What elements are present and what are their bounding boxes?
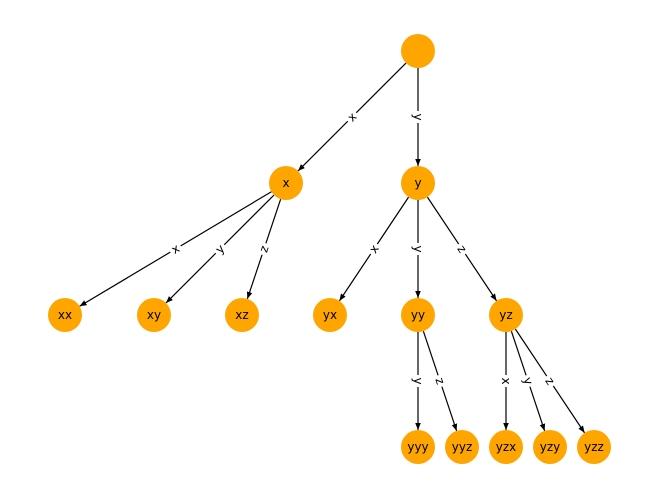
- node-yzy: yzy: [533, 430, 567, 464]
- node-circle: [313, 298, 347, 332]
- edge-label: z: [432, 376, 447, 386]
- node-y: y: [401, 166, 435, 200]
- node-circle: [225, 298, 259, 332]
- node-label: yzy: [540, 440, 561, 454]
- node-label: xx: [58, 308, 72, 322]
- edge-label-group-x-xx: x: [166, 239, 185, 259]
- edge-label-background: [540, 371, 560, 391]
- node-circle: [401, 298, 435, 332]
- node-label: yyy: [407, 440, 428, 454]
- node-circle: [489, 298, 523, 332]
- edge-label-background: [410, 375, 426, 387]
- node-circle: [269, 166, 303, 200]
- edge-label-background: [518, 372, 538, 390]
- edge-label-group-y-yx: x: [364, 239, 384, 259]
- node-label: x: [282, 176, 289, 190]
- node-label: xz: [235, 308, 248, 322]
- edge-label-group-y-yy: y: [410, 243, 426, 255]
- node-xx: xx: [48, 298, 82, 332]
- edge-label-group-yy-yyz: z: [430, 372, 450, 390]
- node-circle: [533, 430, 567, 464]
- node-circle: [137, 298, 171, 332]
- node-yzz: yzz: [577, 430, 611, 464]
- edge-label-background: [430, 372, 450, 390]
- edge-label-background: [210, 239, 230, 259]
- edge-label-group-yz-yzx: x: [498, 375, 514, 387]
- edge-label: y: [411, 245, 425, 252]
- node-circle: [577, 430, 611, 464]
- edge-label-group-x-xz: z: [254, 240, 274, 258]
- edge-label-group-y-yz: z: [452, 239, 472, 259]
- edge-label-background: [342, 107, 362, 127]
- edge-label-background: [166, 239, 185, 259]
- edge-label-background: [452, 239, 472, 259]
- node-circle: [489, 430, 523, 464]
- node-yz: yz: [489, 298, 523, 332]
- node-label: yzz: [584, 440, 604, 454]
- edge-label: x: [499, 377, 513, 384]
- edge-label-background: [410, 243, 426, 255]
- node-yy: yy: [401, 298, 435, 332]
- edge-label-group-x-xy: y: [210, 239, 230, 259]
- node-label: xy: [147, 308, 161, 322]
- edge-label-group-root-y: y: [410, 111, 426, 123]
- node-label: yz: [499, 308, 512, 322]
- edge-label: y: [411, 377, 425, 384]
- node-xy: xy: [137, 298, 171, 332]
- node-root: [401, 34, 435, 68]
- node-circle: [445, 430, 479, 464]
- edge-label-background: [498, 375, 514, 387]
- edge-label-group-root-x: x: [342, 107, 362, 127]
- node-label: yy: [411, 308, 425, 322]
- node-label: yx: [323, 308, 337, 322]
- node-label: yyz: [452, 440, 473, 454]
- node-label: yzx: [496, 440, 517, 454]
- node-yzx: yzx: [489, 430, 523, 464]
- edge-label: z: [256, 244, 271, 254]
- edge-label-group-yz-yzy: y: [518, 372, 538, 390]
- node-yyy: yyy: [401, 430, 435, 464]
- node-yx: yx: [313, 298, 347, 332]
- edge-label: y: [520, 375, 536, 386]
- edge-label-group-yy-yyy: y: [410, 375, 426, 387]
- node-circle: [401, 430, 435, 464]
- node-xz: xz: [225, 298, 259, 332]
- node-circle: [401, 34, 435, 68]
- node-circle: [48, 298, 82, 332]
- node-x: x: [269, 166, 303, 200]
- edge-label-group-yz-yzz: z: [540, 371, 560, 391]
- edge-label: y: [411, 113, 425, 120]
- edge-label-background: [410, 111, 426, 123]
- node-yyz: yyz: [445, 430, 479, 464]
- node-circle: [401, 166, 435, 200]
- edge-label-background: [254, 240, 274, 258]
- node-label: y: [414, 176, 421, 190]
- edge-label-background: [364, 239, 384, 259]
